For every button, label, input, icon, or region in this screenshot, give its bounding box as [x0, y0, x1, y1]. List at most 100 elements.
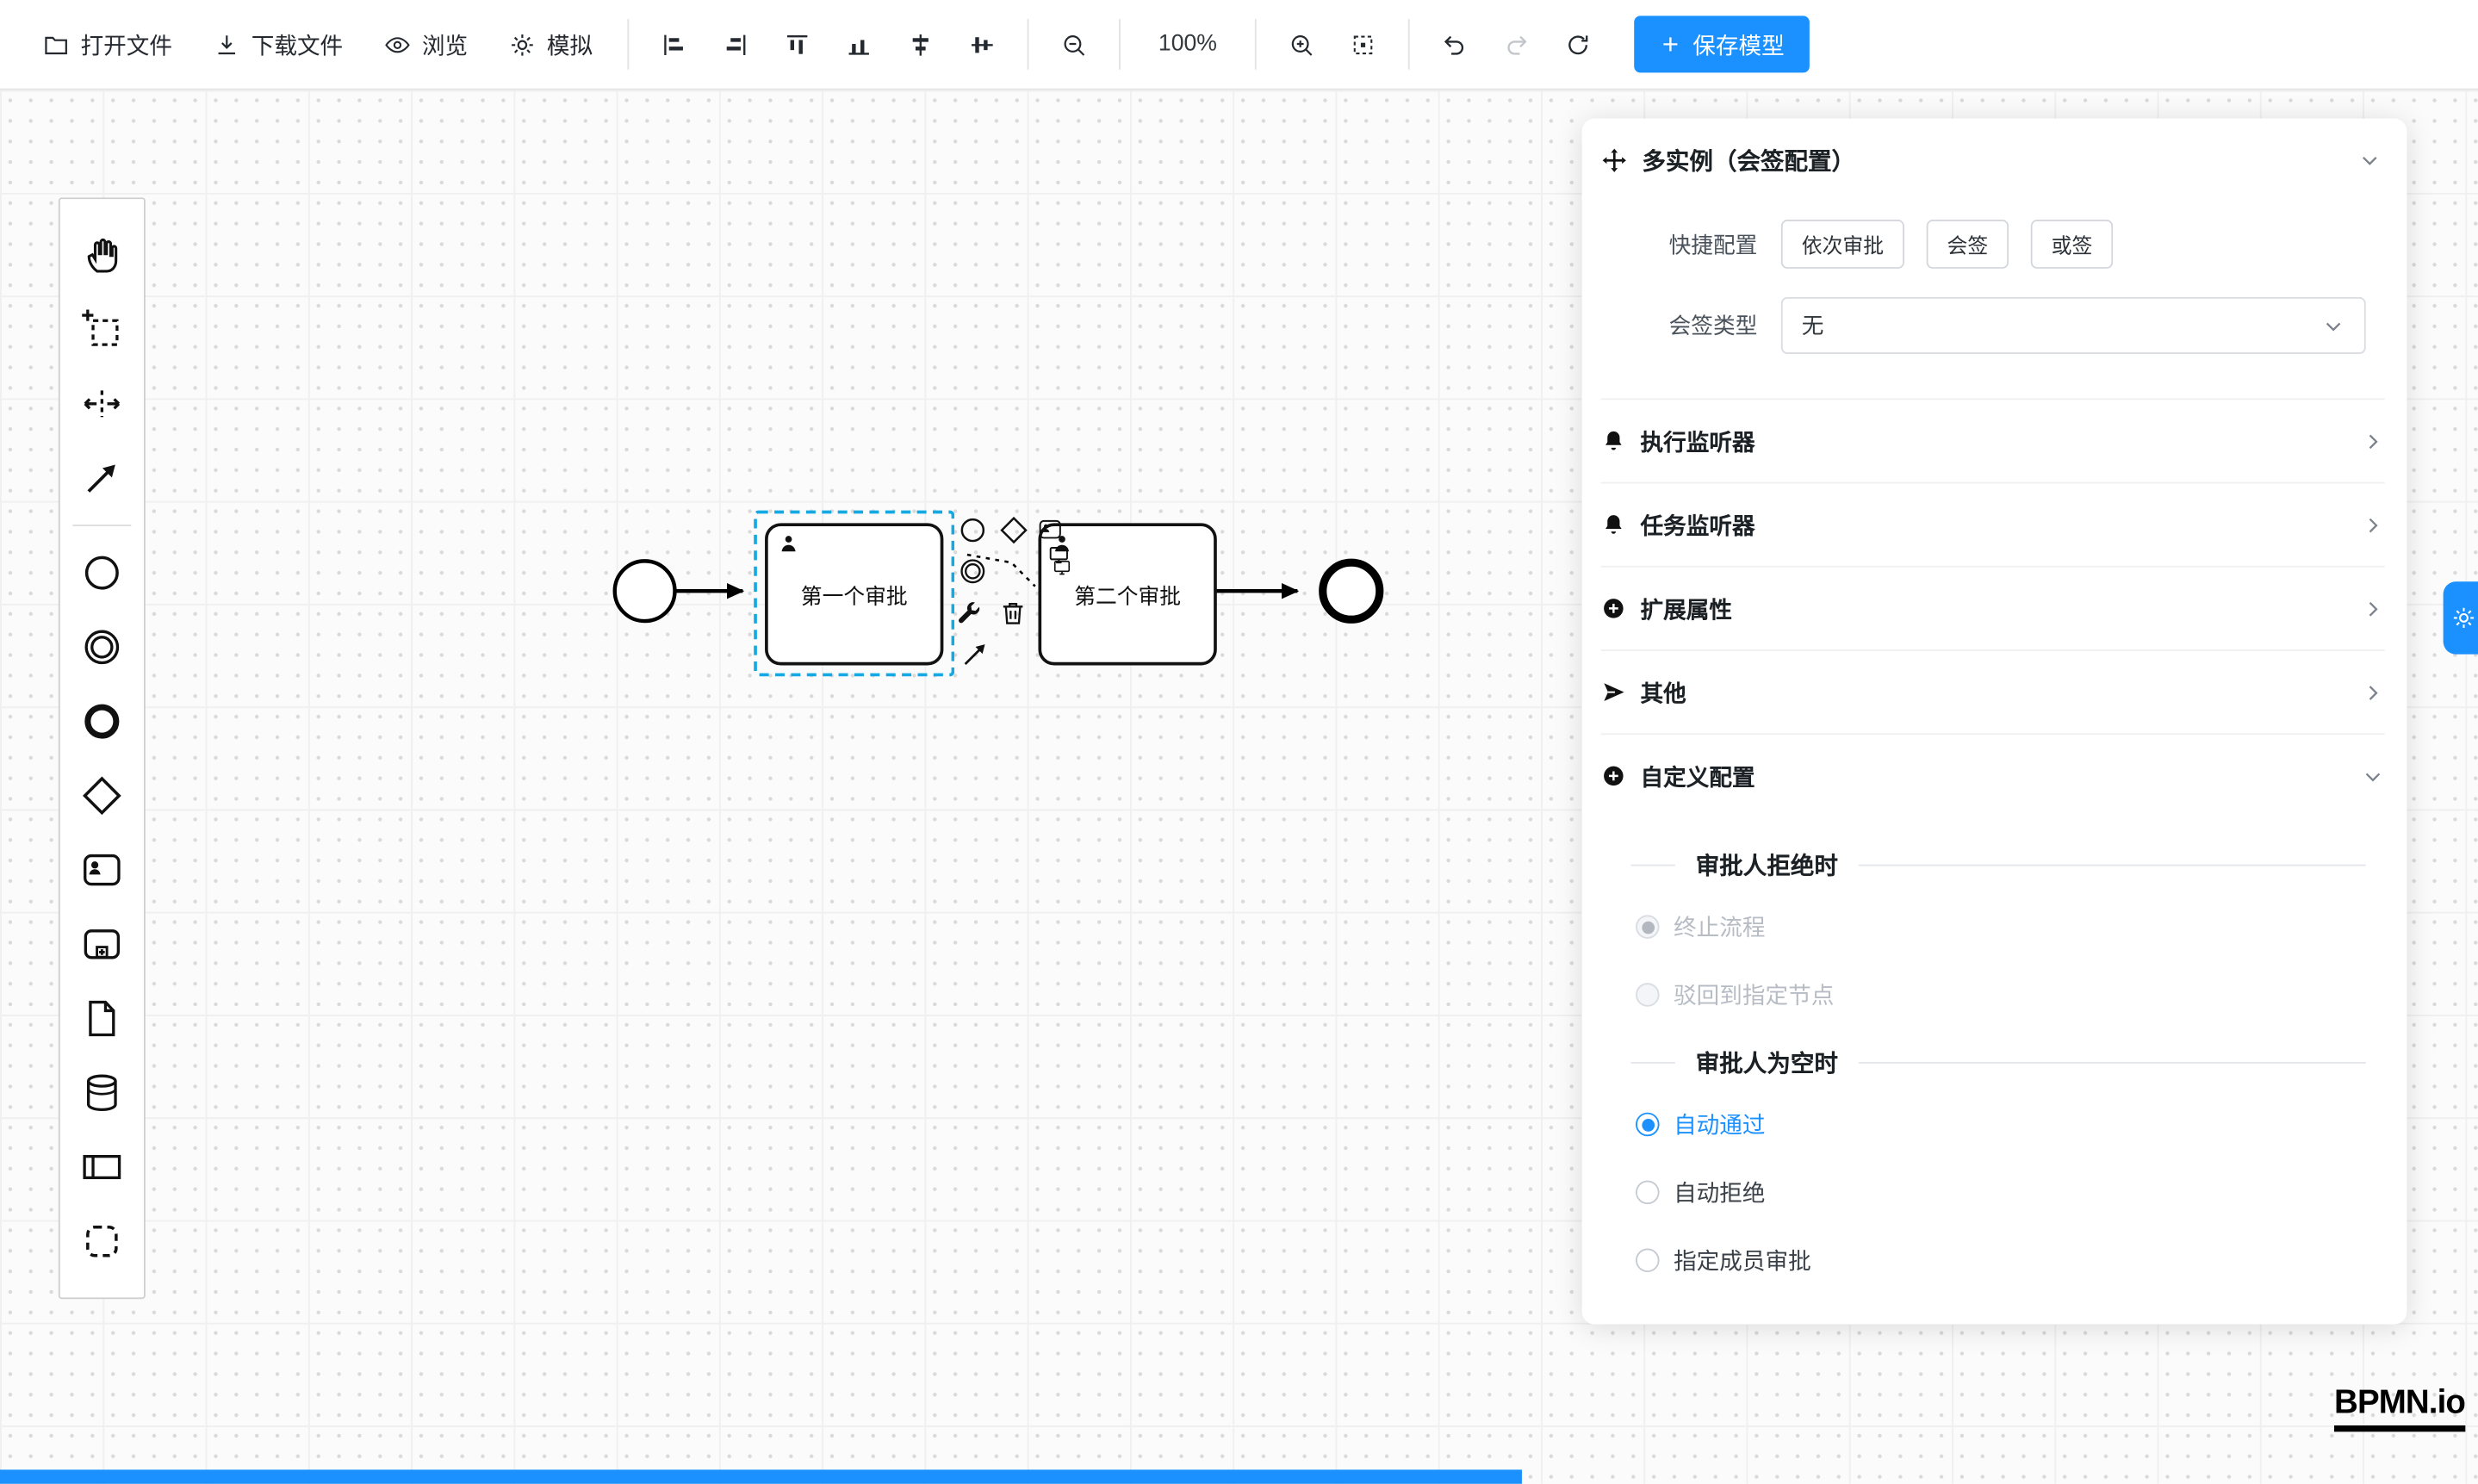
append-gateway-icon[interactable]: [999, 515, 1029, 545]
bpmn-io-logo[interactable]: BPMN.io: [2334, 1384, 2466, 1432]
section-other[interactable]: 其他: [1600, 649, 2385, 733]
download-icon: [214, 31, 240, 58]
gear-icon: [2451, 605, 2476, 630]
zoom-in-icon: [1289, 31, 1315, 58]
save-model-label: 保存模型: [1692, 34, 1785, 59]
save-model-button[interactable]: 保存模型: [1634, 16, 1810, 73]
align-right-button[interactable]: [705, 16, 767, 72]
chevron-right-icon: [2361, 680, 2385, 705]
open-file-button[interactable]: 打开文件: [22, 16, 193, 72]
undo-button[interactable]: [1424, 16, 1486, 72]
hand-tool[interactable]: [65, 218, 139, 292]
selection-outline: [754, 510, 955, 677]
reject-section-divider: 审批人拒绝时: [1630, 848, 2366, 882]
append-user-task-icon[interactable]: [1035, 517, 1065, 542]
align-bottom-icon: [846, 31, 873, 58]
append-end-event-icon[interactable]: [958, 515, 988, 545]
radio-button: [1636, 915, 1660, 939]
gateway-icon: [81, 774, 124, 817]
append-screen-icon[interactable]: [1046, 543, 1071, 566]
zoom-out-button[interactable]: [1043, 16, 1105, 72]
simulate-button[interactable]: 模拟: [488, 16, 613, 72]
global-connect-tool[interactable]: [65, 441, 139, 515]
section-execution-listener[interactable]: 执行监听器: [1600, 398, 2385, 481]
preview-label: 浏览: [421, 34, 469, 59]
toolbar-divider: [1407, 19, 1410, 70]
zoom-out-icon: [1060, 31, 1087, 58]
redo-button[interactable]: [1486, 16, 1548, 72]
append-intermediate-event-icon[interactable]: [958, 556, 988, 587]
quick-option-countersign[interactable]: 会签: [1926, 220, 2009, 269]
plus-circle-icon: [1601, 763, 1626, 788]
refresh-button[interactable]: [1547, 16, 1609, 72]
align-left-icon: [661, 31, 687, 58]
reject-section-title: 审批人拒绝时: [1695, 853, 1838, 880]
create-user-task[interactable]: [65, 833, 139, 907]
panel-header[interactable]: 多实例（会签配置）: [1582, 119, 2407, 201]
create-data-store[interactable]: [65, 1056, 139, 1130]
zoom-in-button[interactable]: [1270, 16, 1332, 72]
align-top-icon: [784, 31, 810, 58]
wrench-icon[interactable]: [954, 599, 983, 627]
folder-icon: [43, 31, 70, 58]
user-task-icon: [81, 848, 124, 891]
radio-button: [1636, 1180, 1660, 1205]
download-file-button[interactable]: 下载文件: [193, 16, 363, 72]
align-center-h-button[interactable]: [890, 16, 952, 72]
chevron-right-icon: [2361, 429, 2385, 453]
toolbar-divider: [627, 19, 630, 70]
preview-button[interactable]: 浏览: [363, 16, 488, 72]
create-end-event[interactable]: [65, 684, 139, 758]
lasso-tool[interactable]: [65, 292, 139, 366]
user-icon: [778, 532, 800, 555]
chevron-down-icon: [2358, 148, 2382, 172]
align-top-button[interactable]: [767, 16, 829, 72]
section-custom-config[interactable]: 自定义配置: [1600, 733, 2385, 817]
quick-option-orsign[interactable]: 或签: [2030, 220, 2114, 269]
database-icon: [81, 1071, 124, 1115]
trash-icon[interactable]: [999, 599, 1028, 627]
connect-arrow-icon[interactable]: [960, 638, 991, 670]
sign-type-select[interactable]: 无: [1780, 296, 2366, 354]
task-first-approval[interactable]: 第一个审批: [765, 523, 944, 666]
space-tool[interactable]: [65, 367, 139, 441]
radio-button: [1636, 983, 1660, 1007]
palette-separator: [72, 525, 132, 526]
align-right-icon: [723, 31, 749, 58]
end-event-icon: [81, 700, 124, 743]
create-gateway[interactable]: [65, 759, 139, 833]
radio-terminate-process[interactable]: 终止流程: [1636, 910, 2407, 944]
quick-config-label: 快捷配置: [1668, 231, 1758, 258]
task-second-approval[interactable]: 第二个审批: [1038, 523, 1217, 666]
task-label: 第二个审批: [1074, 584, 1182, 609]
chevron-down-icon: [2321, 314, 2345, 338]
create-group[interactable]: [65, 1204, 139, 1278]
align-center-v-button[interactable]: [952, 16, 1014, 72]
radio-auto-reject[interactable]: 自动拒绝: [1636, 1176, 2407, 1209]
empty-section-divider: 审批人为空时: [1630, 1046, 2366, 1080]
radio-auto-pass[interactable]: 自动通过: [1636, 1108, 2407, 1141]
settings-toggle[interactable]: [2443, 581, 2478, 655]
toolbar-divider: [1119, 19, 1121, 70]
radio-assign-member[interactable]: 指定成员审批: [1636, 1244, 2407, 1277]
section-extended-properties[interactable]: 扩展属性: [1600, 565, 2385, 649]
create-intermediate-event[interactable]: [65, 610, 139, 684]
create-start-event[interactable]: [65, 536, 139, 610]
empty-section-title: 审批人为空时: [1695, 1051, 1838, 1078]
intermediate-event-icon: [81, 626, 124, 669]
align-left-button[interactable]: [643, 16, 705, 72]
send-icon: [1601, 680, 1626, 705]
radio-return-to-node[interactable]: 驳回到指定节点: [1636, 978, 2407, 1012]
create-subprocess[interactable]: [65, 907, 139, 981]
create-data-object[interactable]: [65, 981, 139, 1055]
section-task-listener[interactable]: 任务监听器: [1600, 481, 2385, 566]
chevron-right-icon: [2361, 512, 2385, 537]
fit-viewport-button[interactable]: [1332, 16, 1394, 72]
chevron-right-icon: [2361, 597, 2385, 621]
quick-option-sequential[interactable]: 依次审批: [1780, 220, 1904, 269]
toolbar-divider: [1255, 19, 1257, 70]
align-bottom-button[interactable]: [828, 16, 890, 72]
start-event-icon: [81, 551, 124, 594]
plus-icon: [1660, 34, 1682, 56]
create-participant[interactable]: [65, 1130, 139, 1204]
